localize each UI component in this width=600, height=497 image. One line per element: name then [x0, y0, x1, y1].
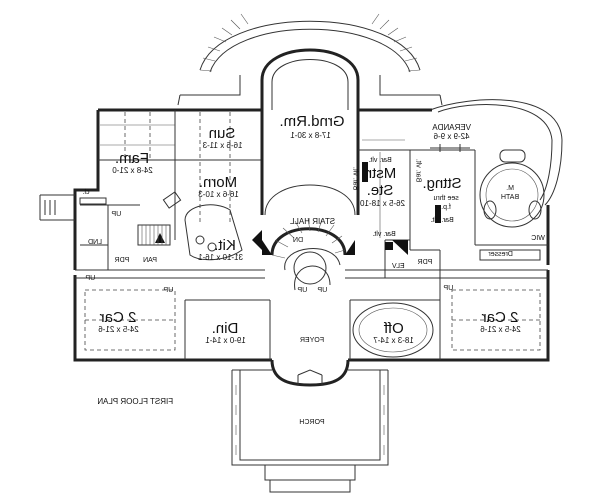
front-entry — [231, 359, 389, 493]
garage-left-name: 2 Car — [100, 309, 137, 326]
powder-right-label: PDR — [418, 259, 433, 266]
up-label-3: UP — [163, 287, 173, 294]
veranda-doors — [430, 144, 470, 152]
plan-title: FIRST FLOOR PLAN — [97, 397, 173, 406]
wic-label: WIC — [531, 235, 545, 242]
stair-down-label: DN — [293, 237, 303, 244]
solid-elements — [155, 162, 441, 255]
pantry-label: PAN — [143, 257, 157, 264]
bath-m-label: M. — [506, 185, 514, 192]
kitchen-name: Kit. — [214, 237, 236, 254]
laundry-label: LND — [88, 239, 102, 246]
foyer-label: FOYER — [300, 337, 324, 344]
closet-label: cl. — [83, 189, 90, 196]
bar-vault-label-5: Bar. vlt. — [430, 217, 453, 224]
stair-hall-label: STAIR HALL — [289, 217, 335, 226]
family-room-dim: 24-8 x 21-0 — [112, 166, 153, 175]
kitchen-dim: 31-10 x 16-1 — [198, 253, 243, 262]
office-oval — [352, 302, 434, 358]
veranda-bump — [429, 99, 563, 206]
garage-left-outline — [84, 289, 176, 351]
family-room-name: Fam. — [115, 150, 149, 167]
grand-room-name: Grnd.Rm. — [279, 113, 344, 130]
bar-vault-label-4: Bar. vlt. — [372, 231, 395, 238]
up-label-1: UP — [111, 211, 121, 218]
up-label-6: UP — [443, 285, 453, 292]
grand-room-dim: 17-8 x 30-1 — [290, 131, 331, 140]
rear-apse — [177, 13, 443, 110]
dining-room-name: Din. — [212, 320, 239, 337]
master-suite-name-1: Mstr. — [364, 165, 397, 182]
bar-vault-label-2: Bar. vlt. — [415, 159, 422, 182]
dining-room-dim: 19-0 x 14-1 — [205, 336, 246, 345]
vault-beams — [100, 112, 405, 238]
morning-room-name: Morn. — [199, 174, 237, 191]
room-labels: Grnd.Rm. 17-8 x 30-1 Sun 16-6 x 11-3 Fam… — [83, 113, 545, 426]
service-stairs — [79, 197, 171, 246]
sitting-room-name: Sttng. — [422, 175, 461, 192]
sitting-room-note-2: f.p. — [441, 204, 451, 211]
elevator-label: ELV — [392, 263, 405, 270]
office-name: Off — [383, 320, 404, 337]
garage-right-dim: 24-5 x 21-6 — [480, 325, 521, 334]
bar-vault-label-3: Bar. vlt. — [368, 157, 391, 164]
garage-left-dim: 24-5 x 21-6 — [98, 325, 139, 334]
sun-room-name: Sun — [209, 125, 236, 142]
master-suite-dim: 26-5 x 18-10 — [360, 199, 405, 208]
morning-room-dim: 16-6 x 10-3 — [198, 190, 239, 199]
dresser-label: Dresser — [488, 251, 513, 258]
porch-label: PORCH — [299, 419, 324, 426]
office-dim: 18-3 x 14-7 — [373, 336, 414, 345]
stair-hall-stair — [262, 184, 356, 291]
garage-right-outline — [451, 289, 541, 351]
up-label-4: UP — [297, 287, 307, 294]
powder-left-label: PDR — [115, 257, 130, 264]
interior-walls — [75, 110, 548, 360]
sun-room-dim: 16-6 x 11-3 — [202, 141, 242, 150]
master-bath — [479, 149, 545, 261]
bar-vault-label-1: Bar. vlt. — [352, 167, 359, 190]
veranda-name: VERANDA — [432, 123, 471, 132]
veranda-dim: 42-9 x 9-6 — [433, 132, 470, 141]
up-label-5: UP — [317, 287, 327, 294]
kitchen-island — [162, 191, 243, 261]
up-label-2: UP — [85, 275, 95, 282]
master-suite-name-2: Ste. — [367, 182, 394, 199]
bath-label: BATH — [501, 194, 519, 201]
sitting-room-note-1: see thru — [433, 195, 458, 202]
outer-walls — [39, 108, 550, 362]
garage-right-name: 2 Car — [482, 309, 519, 326]
